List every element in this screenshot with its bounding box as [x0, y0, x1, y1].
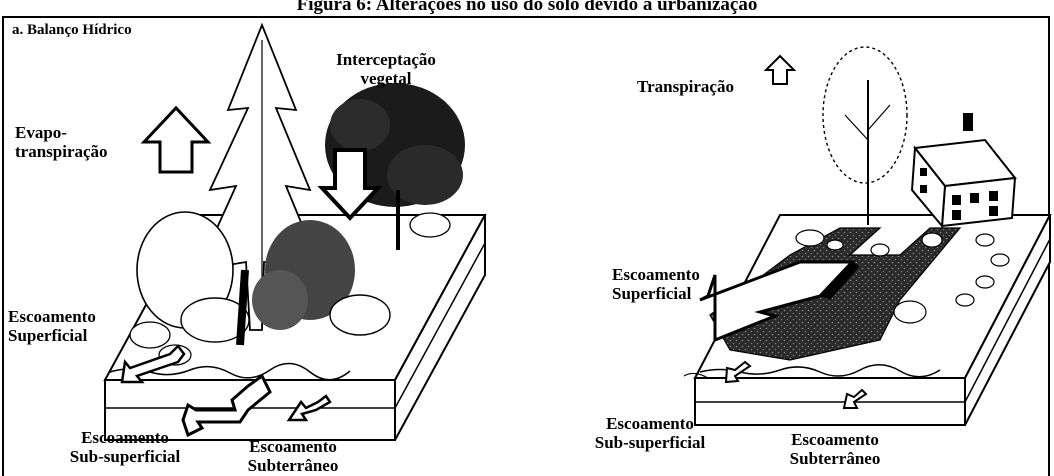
subsurface-runoff-label: Escoamento Sub-superficial — [40, 428, 210, 466]
urban-groundwater-runoff-label: Escoamento Subterrâneo — [770, 430, 900, 468]
urban-subsurface-runoff-label: Escoamento Sub-superficial — [580, 414, 720, 452]
evapotranspiration-line-1: Evapo- — [15, 123, 108, 142]
surface-runoff-line-1: Escoamento — [8, 307, 96, 326]
urban-surface-runoff-line-1: Escoamento — [612, 265, 700, 284]
evapotranspiration-arrow-icon — [144, 108, 208, 172]
subsurface-runoff-line-2: Sub-superficial — [40, 447, 210, 466]
groundwater-runoff-line-2: Subterrâneo — [228, 456, 358, 475]
urban-tree — [823, 47, 907, 225]
interception-line-1: Interceptação — [316, 50, 456, 69]
house-icon — [912, 113, 1015, 226]
surface-runoff-line-2: Superficial — [8, 326, 96, 345]
panel-label: a. Balanço Hídrico — [12, 21, 132, 40]
transpiration-label: Transpiração — [637, 77, 734, 96]
transpiration-arrow-icon — [766, 56, 794, 84]
evapotranspiration-label: Evapo- transpiração — [15, 123, 108, 161]
urban-groundwater-runoff-line-1: Escoamento — [770, 430, 900, 449]
urban-surface-runoff-label: Escoamento Superficial — [612, 265, 700, 303]
surface-runoff-label: Escoamento Superficial — [8, 307, 96, 345]
urban-subsurface-runoff-line-1: Escoamento — [580, 414, 720, 433]
evapotranspiration-line-2: transpiração — [15, 142, 108, 161]
subsurface-runoff-line-1: Escoamento — [40, 428, 210, 447]
interception-line-2: vegetal — [316, 69, 456, 88]
urban-groundwater-runoff-line-2: Subterrâneo — [770, 449, 900, 468]
groundwater-runoff-label: Escoamento Subterrâneo — [228, 437, 358, 475]
urban-subsurface-runoff-line-2: Sub-superficial — [580, 433, 720, 452]
interception-label: Interceptação vegetal — [316, 50, 456, 88]
groundwater-runoff-line-1: Escoamento — [228, 437, 358, 456]
urban-surface-runoff-line-2: Superficial — [612, 284, 700, 303]
